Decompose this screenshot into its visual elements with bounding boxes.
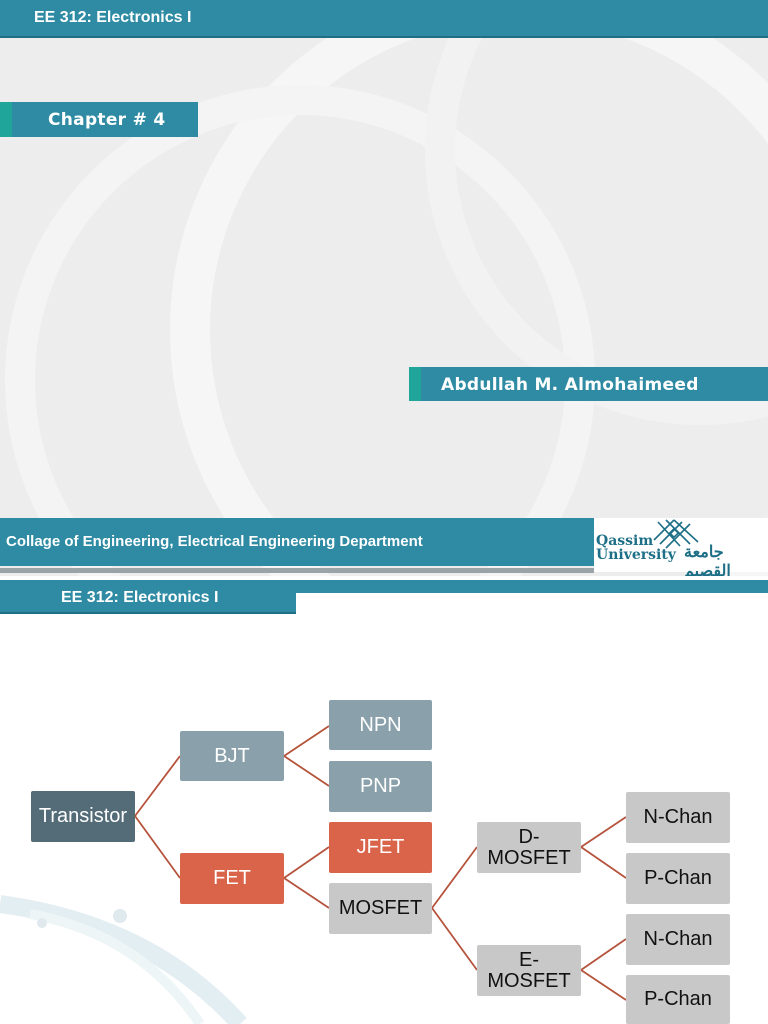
logo-arabic: جامعة القصيم [684, 542, 731, 576]
node-e-pchan: P-Chan [626, 975, 730, 1024]
footer-bar: Collage of Engineering, Electrical Engin… [0, 518, 594, 566]
node-d-nchan: N-Chan [626, 792, 730, 843]
university-logo: Qassim University جامعة القصيم [594, 518, 768, 576]
course-title: EE 312: Electronics I [61, 589, 219, 606]
qassim-lattice-logo-icon [653, 519, 699, 549]
edge-bjt-pnp [283, 755, 330, 787]
node-pnp: PNP [329, 761, 432, 812]
edge-fet-mosfet [283, 877, 330, 909]
logo-english: Qassim University [596, 534, 676, 562]
chapter-banner: Chapter # 4 [0, 102, 198, 137]
footer-shadow [0, 568, 594, 573]
header-strip [296, 580, 768, 593]
chapter-label: Chapter # 4 [48, 110, 166, 130]
header-bar: EE 312: Electronics I [0, 0, 768, 38]
edge-transistor-fet [134, 815, 181, 879]
header-bar: EE 312: Electronics I [0, 580, 296, 614]
department-label: Collage of Engineering, Electrical Engin… [6, 533, 423, 550]
background-arcs [0, 0, 768, 576]
edge-e-pchan [580, 969, 627, 1001]
edge-fet-jfet [283, 846, 330, 879]
tree-connectors [134, 725, 627, 1001]
edge-d-pchan [580, 846, 627, 879]
author-accent [409, 367, 421, 401]
node-d-mosfet: D- MOSFET [477, 822, 581, 873]
logo-line-qassim: Qassim [596, 533, 654, 549]
decorative-swoosh [0, 895, 247, 1024]
edge-e-nchan [580, 938, 627, 971]
node-bjt: BJT [180, 731, 284, 781]
logo-line-university: University [596, 547, 676, 563]
node-mosfet: MOSFET [329, 883, 432, 934]
edge-mosfet-d [431, 846, 478, 909]
edge-bjt-npn [283, 725, 330, 757]
node-npn: NPN [329, 700, 432, 750]
transistor-slide: EE 312: Electronics I Tr [0, 576, 768, 1024]
node-transistor: Transistor [31, 791, 135, 842]
edge-mosfet-e [431, 907, 478, 971]
title-slide: EE 312: Electronics I Chapter # 4 Abdull… [0, 0, 768, 576]
edge-d-nchan [580, 816, 627, 848]
course-title: EE 312: Electronics I [34, 9, 192, 26]
node-fet: FET [180, 853, 284, 904]
node-jfet: JFET [329, 822, 432, 873]
author-name: Abdullah M. Almohaimeed [441, 375, 699, 395]
edge-transistor-bjt [134, 755, 181, 817]
node-e-nchan: N-Chan [626, 914, 730, 965]
node-e-mosfet: E- MOSFET [477, 945, 581, 996]
node-d-pchan: P-Chan [626, 853, 730, 904]
chapter-accent [0, 102, 12, 137]
author-banner: Abdullah M. Almohaimeed [409, 367, 768, 401]
